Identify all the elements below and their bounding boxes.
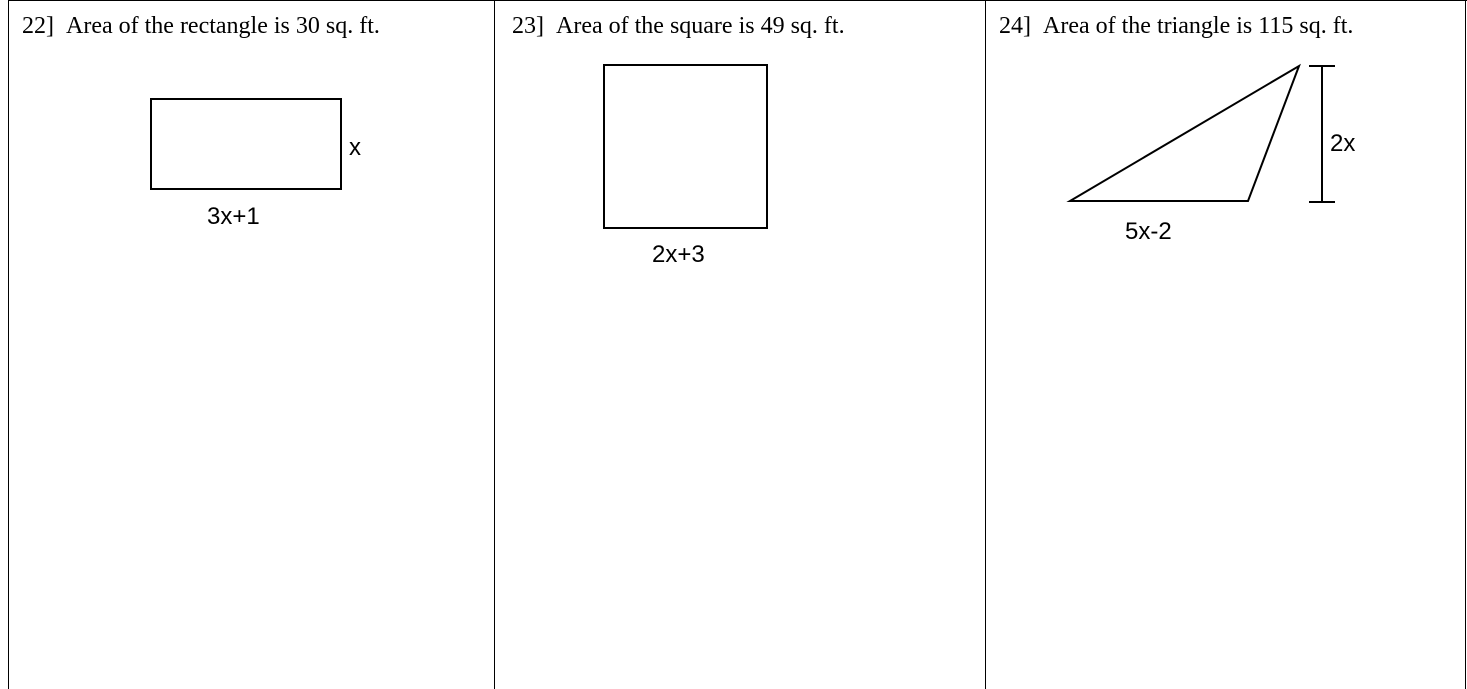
problem-number: 23]	[512, 13, 544, 39]
square-shape	[603, 64, 768, 229]
rectangle-bottom-label: 3x+1	[207, 203, 260, 230]
problem-23-prompt: 23] Area of the square is 49 sq. ft.	[512, 12, 845, 40]
triangle-height-label: 2x	[1330, 130, 1356, 157]
table-top-border	[8, 0, 1467, 1]
rectangle-side-label: x	[349, 134, 361, 161]
problem-22-prompt: 22] Area of the rectangle is 30 sq. ft.	[22, 12, 380, 40]
problem-number: 24]	[999, 13, 1031, 39]
triangle-base-label: 5x-2	[1125, 218, 1172, 245]
problem-number: 22]	[22, 13, 54, 39]
rectangle-shape	[150, 98, 342, 190]
column-divider-1	[494, 0, 495, 689]
rectangle-diagram	[150, 98, 342, 190]
table-left-border	[8, 0, 9, 689]
problem-24-prompt: 24] Area of the triangle is 115 sq. ft.	[999, 12, 1353, 40]
problem-text: Area of the rectangle is 30 sq. ft.	[66, 13, 380, 39]
square-diagram	[603, 64, 768, 229]
square-bottom-label: 2x+3	[652, 241, 705, 268]
triangle-shape	[1066, 63, 1301, 202]
table-right-border	[1465, 0, 1466, 689]
problem-text: Area of the triangle is 115 sq. ft.	[1043, 13, 1354, 39]
problem-text: Area of the square is 49 sq. ft.	[556, 13, 845, 39]
column-divider-2	[985, 0, 986, 689]
